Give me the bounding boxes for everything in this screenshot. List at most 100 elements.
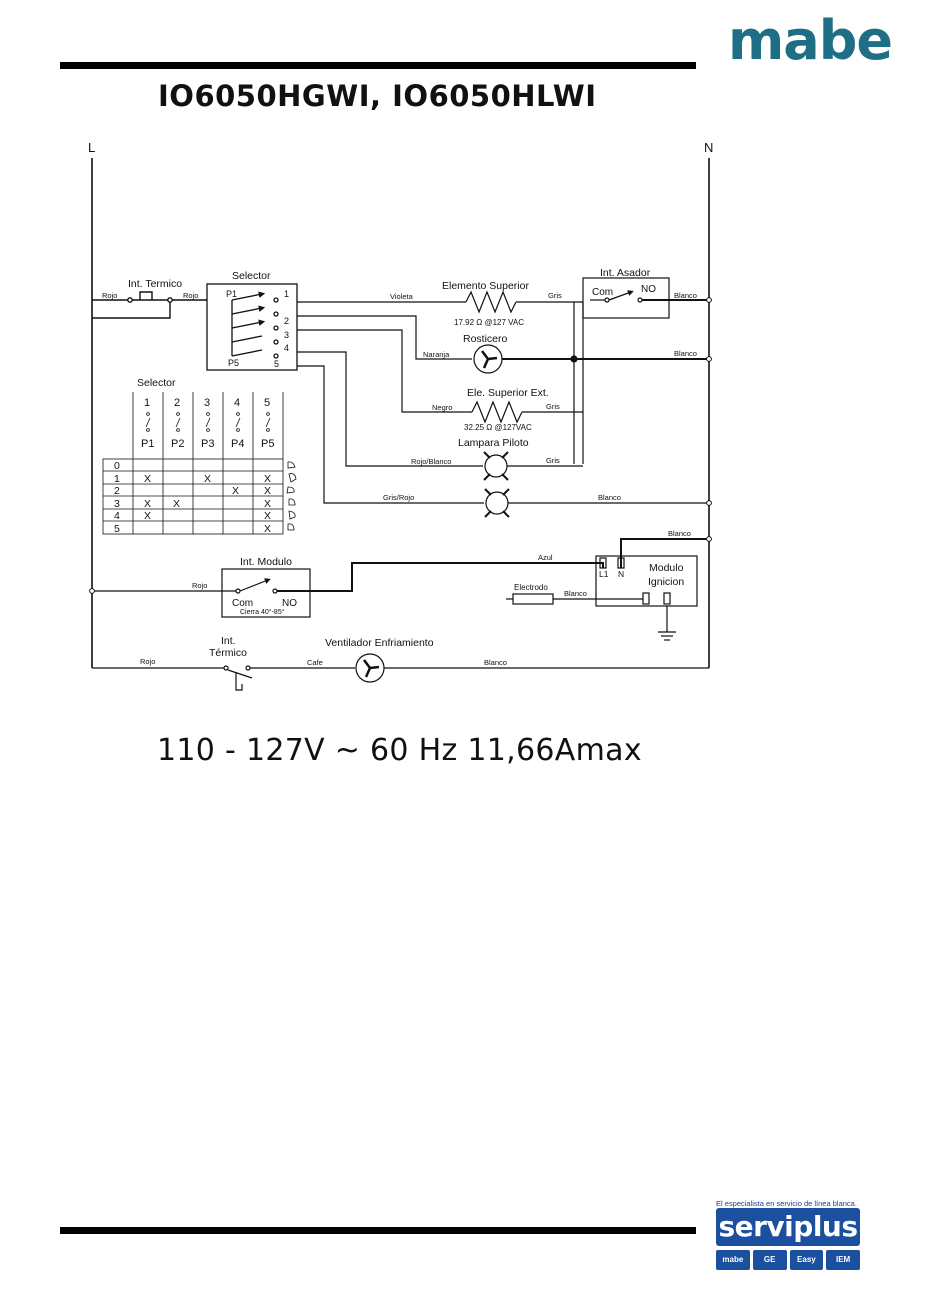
- table-cell-1-p1: X: [144, 473, 151, 485]
- wire-label-gris-1: Gris: [548, 291, 562, 300]
- partner-logo-ge: GE: [752, 1250, 787, 1270]
- ele-superior-ext-label: Ele. Superior Ext.: [467, 387, 549, 399]
- partner-logo-iem: IEM: [826, 1250, 860, 1270]
- int-asador-com: Com: [592, 287, 613, 298]
- selector-port-p1: P1: [226, 289, 237, 299]
- wire-label-blanco-5: Blanco: [564, 589, 587, 598]
- wire-label-blanco-2: Blanco: [674, 349, 697, 358]
- table-row-3-pos: 3: [114, 498, 120, 510]
- int-modulo-label: Int. Modulo: [240, 556, 292, 568]
- main-rails: [91, 158, 710, 668]
- electrical-rating: 110 - 127V ~ 60 Hz 11,66Amax: [157, 733, 642, 768]
- selector-table-pos-2: 2: [174, 397, 180, 409]
- table-cell-4-p1: X: [144, 510, 151, 522]
- int-modulo-no: NO: [282, 598, 297, 609]
- selector-port-1: 1: [284, 289, 289, 299]
- selector-table: [102, 392, 297, 535]
- selector-table-port-p5: P5: [261, 438, 274, 450]
- int-modulo-branch: [92, 538, 709, 641]
- modulo-ignicion-l1: L1: [599, 569, 609, 579]
- wire-label-rojo-2: Rojo: [183, 291, 198, 300]
- table-cell-3-p2: X: [173, 498, 180, 510]
- selector-port-4: 4: [284, 343, 289, 353]
- selector-port-5: 5: [274, 359, 279, 369]
- elemento-superior-label: Elemento Superior: [442, 280, 529, 292]
- selector-port-p5: P5: [228, 358, 239, 368]
- table-cell-3-p1: X: [144, 498, 151, 510]
- modulo-ignicion-label-2: Ignicion: [648, 576, 684, 588]
- ventilador-label: Ventilador Enfriamiento: [325, 637, 434, 649]
- selector-label: Selector: [232, 270, 271, 282]
- table-cell-2-p4: X: [232, 485, 239, 497]
- selector-table-pos-4: 4: [234, 397, 240, 409]
- serviplus-tagline: El especialista en servicio de línea bla…: [716, 1199, 857, 1208]
- selector-table-port-p4: P4: [231, 438, 244, 450]
- int-modulo-note: Cierra 40°-85°: [240, 608, 285, 616]
- partner-logo-easy: Easy: [789, 1250, 824, 1270]
- second-lamp-branch: [297, 365, 709, 518]
- table-cell-1-p5: X: [264, 473, 271, 485]
- partner-logos: mabe GE Easy IEM: [716, 1250, 860, 1270]
- wire-label-rojo-3: Rojo: [192, 581, 207, 590]
- int-asador-no: NO: [641, 284, 656, 295]
- selector-table-pos-1: 1: [144, 397, 150, 409]
- wire-label-blanco-6: Blanco: [484, 658, 507, 667]
- modulo-ignicion-n: N: [618, 569, 624, 579]
- bottom-rule: [60, 1227, 696, 1234]
- table-row-5-pos: 5: [114, 523, 120, 535]
- serviplus-logo: serviplus: [716, 1208, 860, 1246]
- model-title: IO6050HGWI, IO6050HLWI: [158, 79, 597, 113]
- selector-table-pos-3: 3: [204, 397, 210, 409]
- wire-label-blanco-4: Blanco: [668, 529, 691, 538]
- thermal-switch-top: [92, 291, 207, 319]
- wire-label-cafe: Cafe: [307, 658, 323, 667]
- wire-label-gris-rojo: Gris/Rojo: [383, 493, 414, 502]
- table-cell-3-p5: X: [264, 498, 271, 510]
- wire-label-blanco-3: Blanco: [598, 493, 621, 502]
- int-modulo-com: Com: [232, 598, 253, 609]
- wire-label-naranja: Naranja: [423, 350, 450, 359]
- table-cell-2-p5: X: [264, 485, 271, 497]
- lampara-piloto-label: Lampara Piloto: [458, 437, 529, 449]
- selector-table-pos-5: 5: [264, 397, 270, 409]
- wire-label-violeta: Violeta: [390, 292, 414, 301]
- table-cell-1-p3: X: [204, 473, 211, 485]
- thermal-switch-top-label: Int. Termico: [128, 278, 182, 290]
- wire-label-gris-2: Gris: [546, 402, 560, 411]
- line-l-label: L: [88, 140, 95, 155]
- rosticero-label: Rosticero: [463, 333, 508, 345]
- wire-label-rojo-blanco: Rojo/Blanco: [411, 457, 451, 466]
- elemento-superior-value: 17.92 Ω @127 VAC: [454, 318, 524, 327]
- wire-label-blanco-1: Blanco: [674, 291, 697, 300]
- ele-superior-ext-value: 32.25 Ω @127VAC: [464, 423, 532, 432]
- table-row-0-pos: 0: [114, 460, 120, 472]
- wire-label-gris-3: Gris: [546, 456, 560, 465]
- electrodo-label: Electrodo: [514, 583, 548, 592]
- table-cell-4-p5: X: [264, 510, 271, 522]
- selector-port-3: 3: [284, 330, 289, 340]
- thermal-switch-bottom-line2: Térmico: [209, 647, 247, 659]
- selector-table-port-p2: P2: [171, 438, 184, 450]
- selector-table-port-p3: P3: [201, 438, 214, 450]
- n-rail-junctions: [89, 297, 712, 594]
- modulo-ignicion-label-1: Modulo: [649, 562, 684, 574]
- selector-port-2: 2: [284, 316, 289, 326]
- wire-label-azul: Azul: [538, 553, 553, 562]
- table-row-2-pos: 2: [114, 485, 120, 497]
- partner-logo-mabe: mabe: [716, 1250, 750, 1270]
- line-n-label: N: [704, 140, 713, 155]
- mabe-logo: mabe: [728, 9, 893, 72]
- elemento-superior-branch: [297, 277, 709, 464]
- lampara-piloto-branch: [297, 351, 583, 481]
- top-rule: [60, 62, 696, 69]
- ventilador-branch: [92, 653, 709, 691]
- thermal-switch-bottom-line1: Int.: [221, 635, 236, 647]
- table-row-1-pos: 1: [114, 473, 120, 485]
- wire-label-negro: Negro: [432, 403, 452, 412]
- selector-table-title: Selector: [137, 377, 176, 389]
- selector-table-port-p1: P1: [141, 438, 154, 450]
- wire-label-rojo-1: Rojo: [102, 291, 117, 300]
- int-asador-label: Int. Asador: [600, 267, 651, 279]
- ele-superior-ext-branch: [297, 329, 583, 424]
